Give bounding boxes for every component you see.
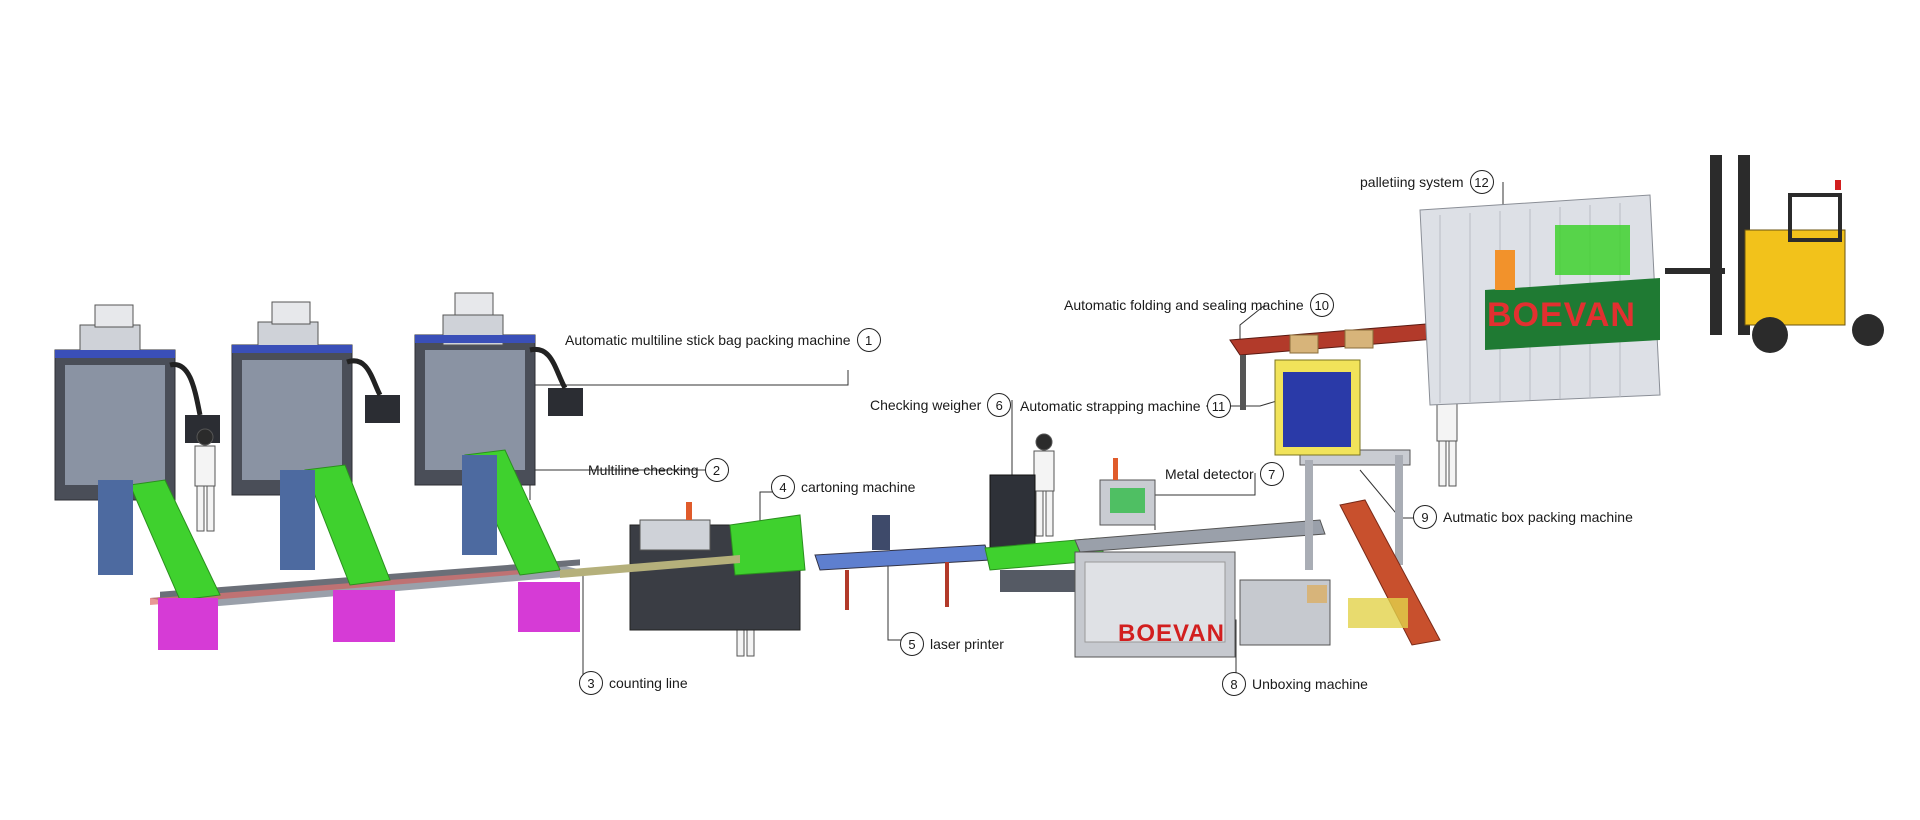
- callout-5: 5 laser printer: [900, 632, 1004, 656]
- forklift-illustration: [1665, 155, 1884, 353]
- callout-8-number: 8: [1222, 672, 1246, 696]
- callout-7-label: Metal detector: [1165, 466, 1254, 482]
- callout-1-label: Automatic multiline stick bag packing ma…: [565, 332, 851, 348]
- cartoning-machine-illustration: [560, 502, 806, 631]
- callout-2: Multiline checking 2: [588, 458, 729, 482]
- callout-11-number: 11: [1206, 394, 1231, 418]
- packing-machine-2: [231, 301, 400, 642]
- strapping-machine-illustration: [1274, 359, 1361, 456]
- stick-bag-packing-machines: [54, 292, 583, 650]
- callout-1: Automatic multiline stick bag packing ma…: [565, 328, 881, 352]
- callout-2-number: 2: [704, 458, 729, 482]
- callout-6-label: Checking weigher: [870, 397, 982, 413]
- callout-5-number: 5: [900, 632, 924, 656]
- callout-4: 4 cartoning machine: [771, 475, 915, 499]
- callout-9-number: 9: [1413, 505, 1437, 529]
- callout-7: Metal detector 7: [1165, 462, 1284, 486]
- callout-3-label: counting line: [609, 675, 688, 691]
- operator-4: [1436, 383, 1458, 487]
- callout-10-label: Automatic folding and sealing machine: [1064, 297, 1304, 313]
- palletizing-system-illustration: [1419, 194, 1661, 406]
- callout-6: Checking weigher 6: [870, 393, 1012, 417]
- callout-8-label: Unboxing machine: [1252, 676, 1368, 692]
- callout-10: Automatic folding and sealing machine 10: [1064, 293, 1334, 317]
- callout-9-label: Autmatic box packing machine: [1443, 509, 1633, 525]
- callout-5-label: laser printer: [930, 636, 1004, 652]
- callout-4-number: 4: [771, 475, 795, 499]
- packing-machine-3: [414, 292, 583, 632]
- callout-3-number: 3: [579, 671, 603, 695]
- callout-12-label: palletiing system: [1360, 174, 1464, 190]
- callout-7-number: 7: [1259, 462, 1284, 486]
- callout-11-label: Automatic strapping machine: [1020, 398, 1201, 414]
- packing-machine-1: [54, 304, 221, 650]
- callout-8: 8 Unboxing machine: [1222, 672, 1368, 696]
- metal-detector-illustration: [1074, 458, 1326, 553]
- brand-logo-unboxing: BOEVAN: [1118, 620, 1225, 647]
- callout-6-number: 6: [987, 393, 1012, 417]
- callout-1-number: 1: [856, 328, 881, 352]
- callout-11: Automatic strapping machine 11: [1020, 394, 1231, 418]
- callout-12: palletiing system 12: [1360, 170, 1494, 194]
- callout-3: 3 counting line: [579, 671, 688, 695]
- operator-3: [1033, 433, 1055, 537]
- brand-logo-pallet: BOEVAN: [1487, 296, 1636, 334]
- callout-4-label: cartoning machine: [801, 479, 916, 495]
- callout-12-number: 12: [1469, 170, 1494, 194]
- unboxing-machine-illustration: [1074, 551, 1331, 658]
- operator-1: [194, 428, 216, 532]
- callout-9: 9 Autmatic box packing machine: [1413, 505, 1633, 529]
- checking-weigher-illustration: [984, 474, 1106, 592]
- laser-printer-illustration: [814, 515, 991, 610]
- callout-10-number: 10: [1309, 293, 1334, 317]
- folding-sealing-machine-illustration: [1229, 319, 1486, 410]
- callout-2-label: Multiline checking: [588, 462, 699, 478]
